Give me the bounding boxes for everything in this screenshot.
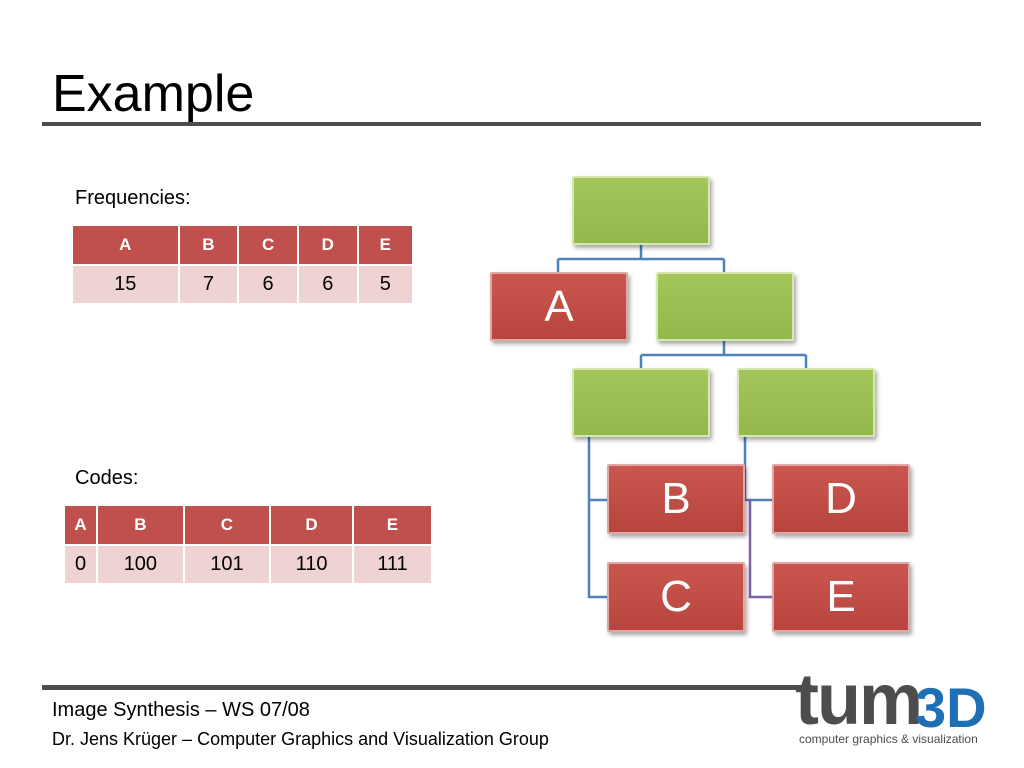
tree-leaf-e: E (772, 562, 910, 632)
footer-author: Dr. Jens Krüger – Computer Graphics and … (52, 729, 549, 749)
table-cell: 15 (73, 266, 178, 303)
table-cell: 7 (179, 266, 238, 303)
table-header-cell: B (98, 506, 183, 544)
title-divider (42, 122, 981, 126)
connector-right-d (743, 437, 773, 502)
table-cell: 100 (98, 546, 183, 583)
connector-inner (639, 340, 808, 369)
logo-subtitle: computer graphics & visualization (799, 732, 978, 746)
codes-label: Codes: (75, 467, 139, 489)
table-header-cell: C (239, 226, 297, 264)
logo-3d-text: 3D (915, 676, 987, 739)
table-cell: 6 (298, 266, 357, 303)
table-header-cell: E (353, 506, 431, 544)
table-header-cell: A (73, 226, 178, 264)
table-header-cell: A (65, 506, 97, 544)
footer-divider (42, 685, 812, 690)
tree-inner-node (656, 272, 794, 341)
table-cell: 0 (65, 546, 97, 583)
tree-leaf-b: B (607, 464, 745, 534)
tum3d-logo: tum 3D computer graphics & visualization (795, 660, 995, 764)
tree-leaf-a: A (490, 272, 628, 341)
codes-table: A B C D E 0 100 101 110 111 (63, 504, 433, 585)
footer-course: Image Synthesis – WS 07/08 (52, 699, 310, 721)
logo-tum-text: tum (795, 660, 923, 740)
table-cell: 101 (184, 546, 270, 583)
table-header-cell: C (184, 506, 270, 544)
table-cell: 111 (353, 546, 431, 583)
table-cell: 6 (239, 266, 297, 303)
table-header-row: A B C D E (65, 506, 431, 544)
table-header-cell: D (298, 226, 357, 264)
table-row: 15 7 6 6 5 (73, 266, 412, 303)
tree-root-node (572, 176, 710, 245)
tree-leaf-d: D (772, 464, 910, 534)
slide-title: Example (52, 65, 255, 123)
table-cell: 5 (358, 266, 412, 303)
tree-inner-node-right (737, 368, 875, 437)
connector-root (556, 244, 726, 273)
table-header-row: A B C D E (73, 226, 412, 264)
table-row: 0 100 101 110 111 (65, 546, 431, 583)
connector-right-e (748, 500, 773, 599)
frequencies-label: Frequencies: (75, 187, 191, 209)
table-header-cell: E (358, 226, 412, 264)
tree-inner-node-left (572, 368, 710, 437)
table-header-cell: D (271, 506, 352, 544)
table-cell: 110 (271, 546, 352, 583)
tree-leaf-c: C (607, 562, 745, 632)
table-header-cell: B (179, 226, 238, 264)
connector-left (587, 437, 609, 599)
frequencies-table: A B C D E 15 7 6 6 5 (71, 224, 414, 305)
